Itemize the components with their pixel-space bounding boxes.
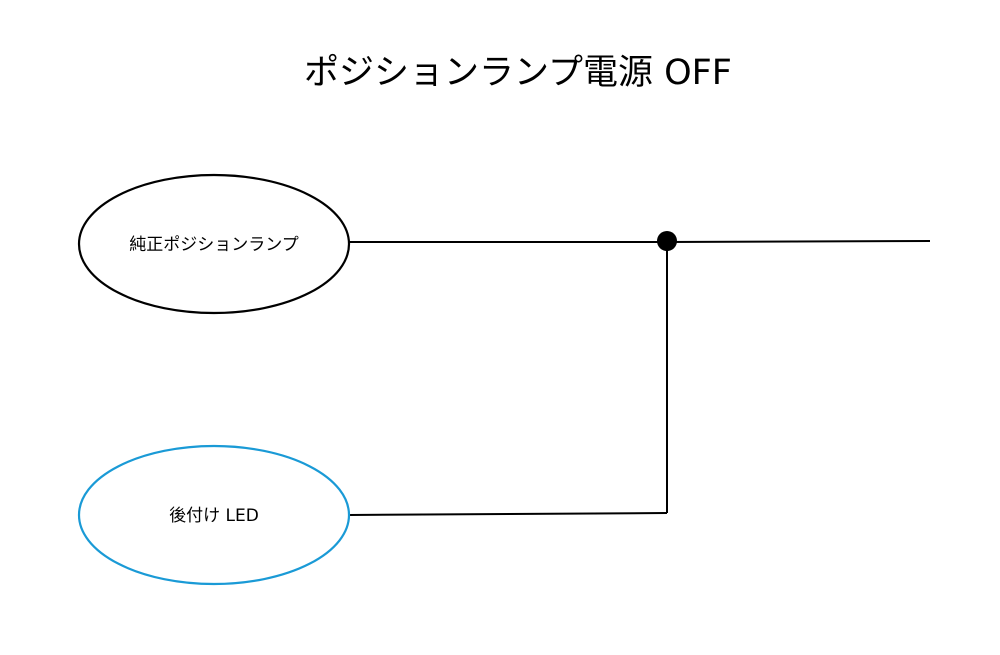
node-oem-position-lamp: 純正ポジションランプ — [77, 173, 351, 315]
node-oem-position-lamp-shape — [77, 173, 351, 315]
wires — [348, 240, 931, 516]
junction-dot — [657, 231, 677, 251]
node-oem-position-lamp-label: 純正ポジションランプ — [129, 235, 299, 255]
node-aftermarket-led: 後付け LED — [77, 444, 351, 586]
wire-led-to-vertical — [348, 512, 668, 516]
node-aftermarket-led-label: 後付け LED — [169, 506, 259, 526]
wire-junction-to-output — [666, 240, 931, 243]
diagram-title: ポジションランプ電源 OFF — [304, 53, 732, 93]
node-aftermarket-led-shape — [77, 444, 351, 586]
